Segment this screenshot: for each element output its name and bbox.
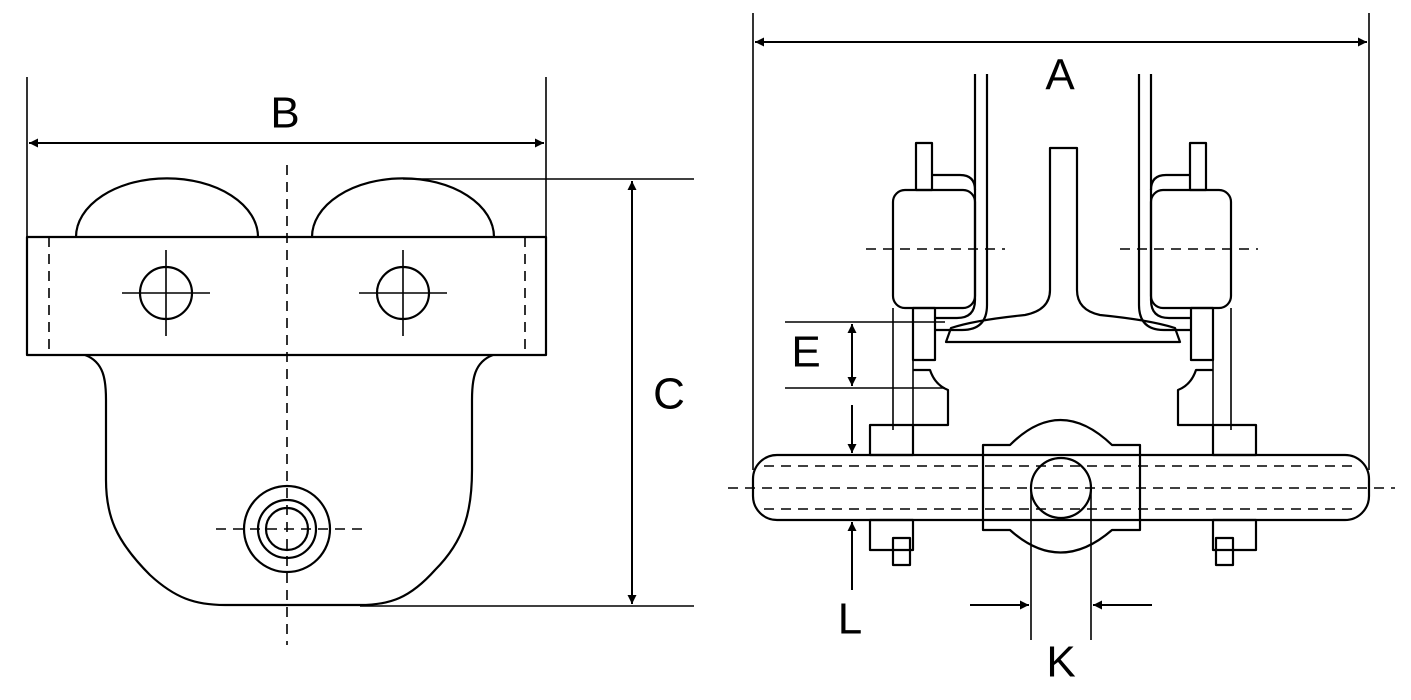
- label-b: B: [270, 89, 299, 138]
- side-view: B C: [25, 77, 694, 645]
- left-wheel: [74, 177, 260, 238]
- label-l: L: [838, 595, 862, 644]
- label-e: E: [791, 328, 820, 377]
- label-a: A: [1045, 51, 1075, 100]
- label-c: C: [653, 370, 685, 419]
- load-bolt-outer: [242, 484, 332, 574]
- side-plate-lower: [84, 353, 494, 607]
- label-k: K: [1046, 638, 1075, 687]
- right-wheel: [310, 177, 496, 238]
- front-view: A: [728, 13, 1395, 687]
- load-hanger: [981, 418, 1142, 554]
- i-beam: [944, 146, 1182, 344]
